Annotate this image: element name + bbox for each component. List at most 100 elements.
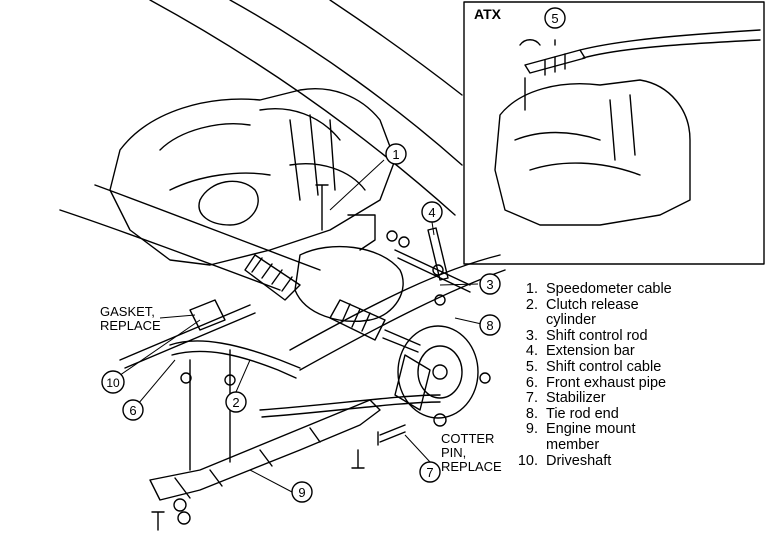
bolt	[315, 184, 329, 231]
legend-item: 3. Shift control rod	[512, 327, 762, 345]
nut	[351, 449, 365, 469]
gasket-label: GASKET, REPLACE	[100, 304, 161, 333]
legend-number: 9.	[525, 421, 538, 438]
atx-cable-ribs	[544, 53, 566, 76]
atx-detail	[514, 94, 641, 176]
legend-item: 1. Speedometer cable	[512, 281, 762, 298]
hub	[417, 345, 463, 399]
svg-text:2: 2	[232, 395, 239, 410]
atx-shift-cable	[579, 29, 761, 59]
svg-text:5: 5	[551, 11, 558, 26]
nut	[180, 372, 192, 384]
svg-text:4: 4	[428, 205, 435, 220]
body-line	[149, 0, 456, 216]
callout-3: 3	[479, 273, 501, 295]
driveshaft	[119, 304, 256, 369]
legend-item: 6. Front exhaust pipe	[512, 374, 762, 392]
legend-text: Shift control rod	[546, 327, 648, 344]
hub-nut	[432, 364, 448, 380]
atx-inset-frame	[463, 1, 765, 265]
legend-item: 4. Extension bar	[512, 344, 762, 360]
legend-item: 9. Engine mount member	[512, 421, 762, 453]
body-line	[59, 209, 281, 291]
bolt	[377, 424, 406, 446]
parts-legend: 1. Speedometer cable 2. Clutch release cyli…	[512, 281, 762, 470]
legend-text: Clutch release cylinder	[546, 296, 639, 329]
engine-detail	[159, 108, 366, 191]
cotter-pin-label: COTTER PIN, REPLACE	[441, 431, 502, 474]
body-line	[229, 0, 463, 166]
body-line	[94, 184, 321, 271]
legend-number: 6.	[525, 374, 538, 391]
engine-mount-member	[149, 399, 381, 501]
legend-number: 10.	[517, 452, 538, 469]
nut	[398, 236, 410, 248]
leader-lines	[112, 159, 487, 493]
nut	[177, 511, 191, 525]
callout-4: 4	[421, 201, 443, 223]
cv-boot-ribs	[341, 303, 371, 332]
legend-text: Stabilizer	[546, 390, 606, 407]
legend-number: 4.	[525, 343, 538, 360]
legend-number: 1.	[525, 281, 538, 297]
nut	[479, 372, 491, 384]
callout-10: 10	[101, 370, 125, 394]
legend-item: 7. Stabilizer	[512, 391, 762, 407]
legend-text: Shift control cable	[546, 358, 662, 375]
callout-1: 1	[385, 143, 407, 165]
engine-ribs	[289, 114, 336, 201]
legend-number: 5.	[525, 358, 538, 375]
svg-text:6: 6	[129, 403, 136, 418]
svg-text:10: 10	[106, 376, 120, 390]
body-line	[329, 0, 463, 96]
nut	[434, 294, 446, 306]
legend-number: 3.	[525, 327, 538, 344]
cv-boot-ribs	[251, 257, 293, 292]
legend-text: Driveshaft	[546, 452, 612, 469]
legend-item: 8. Tie rod end	[512, 405, 762, 423]
svg-text:3: 3	[486, 277, 493, 292]
caliper	[394, 354, 431, 411]
legend-number: 8.	[525, 405, 538, 422]
legend-text: Speedometer cable	[546, 281, 672, 297]
legend-text: Front exhaust pipe	[546, 374, 667, 391]
legend-number: 7.	[525, 390, 538, 407]
callout-7: 7	[419, 461, 441, 483]
engine-block	[109, 88, 396, 266]
legend-number: 2.	[525, 296, 538, 313]
nut	[432, 264, 444, 276]
legend-text: Tie rod end	[546, 405, 619, 422]
callout-5: 5	[544, 7, 566, 29]
callout-8: 8	[479, 314, 501, 336]
svg-text:9: 9	[298, 485, 305, 500]
nut	[433, 413, 447, 427]
legend-item: 10. Driveshaft	[512, 452, 762, 470]
svg-text:7: 7	[426, 465, 433, 480]
stabilizer-bar	[259, 394, 441, 418]
legend-text: Engine mount member	[546, 421, 636, 453]
bolt	[151, 511, 165, 531]
driveshaft	[382, 329, 421, 353]
atx-clip	[519, 39, 541, 46]
cv-boot	[244, 254, 301, 301]
legend-item: 5. Shift control cable	[512, 358, 762, 376]
front-exhaust-pipe	[169, 340, 301, 379]
body-line	[289, 254, 501, 351]
callout-2: 2	[225, 391, 247, 413]
legend-text: Extension bar	[546, 343, 635, 360]
callout-6: 6	[122, 399, 144, 421]
nut	[173, 498, 187, 512]
callout-9: 9	[291, 481, 313, 503]
nut	[386, 230, 398, 242]
gasket	[189, 299, 226, 331]
svg-text:8: 8	[486, 318, 493, 333]
nut	[224, 374, 236, 386]
inset-title: ATX	[474, 6, 501, 22]
bracket	[347, 214, 376, 251]
legend-item: 2. Clutch release cylinder	[512, 296, 762, 329]
transaxle-case	[294, 245, 404, 322]
svg-text:1: 1	[392, 147, 399, 162]
shift-control-rod	[394, 249, 471, 293]
